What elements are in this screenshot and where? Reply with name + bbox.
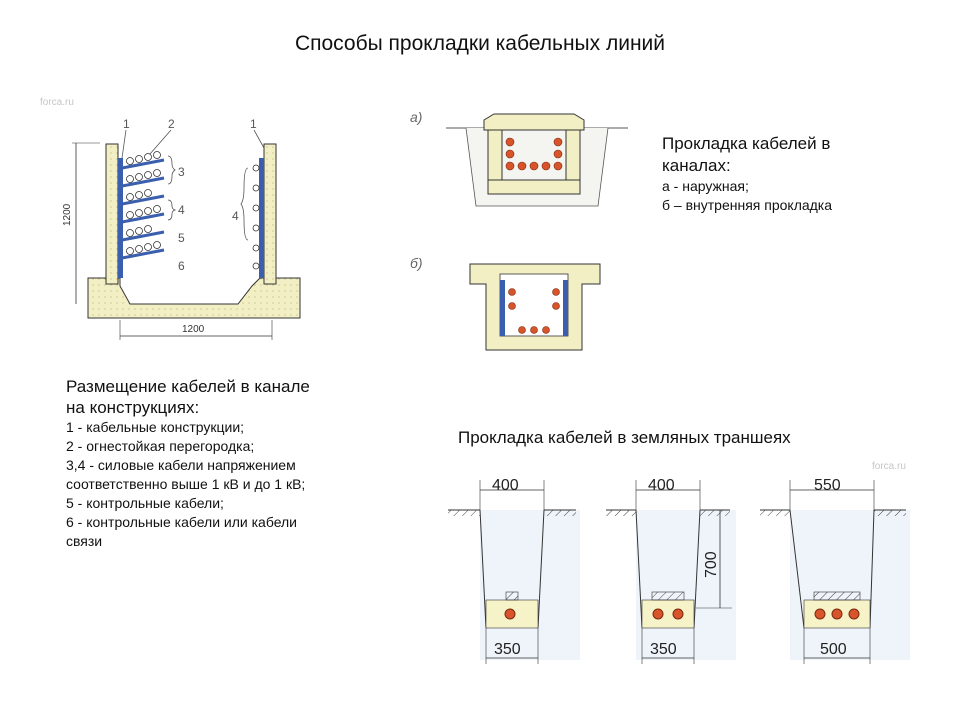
caption-line: 1 - кабельные конструкции; bbox=[66, 419, 245, 435]
caption-line: связи bbox=[66, 533, 103, 549]
label-b: б) bbox=[410, 255, 423, 271]
trench-1: 400 350 bbox=[448, 477, 580, 664]
watermark-left: forca.ru bbox=[40, 97, 74, 108]
left-wall bbox=[105, 143, 119, 285]
callout-4: 4 bbox=[178, 203, 185, 217]
caption-line: 6 - контрольные кабели или кабели bbox=[66, 514, 298, 530]
canal-heading-line2: каналах: bbox=[662, 156, 731, 175]
canal-inner-diagram: б) bbox=[410, 255, 601, 351]
caption-line: соответственно выше 1 кВ и до 1 кВ; bbox=[66, 476, 306, 492]
canal-outer-diagram: а) bbox=[410, 109, 628, 207]
left-caption: Размещение кабелей в канале на конструкц… bbox=[66, 376, 396, 551]
trench-1-top-width: 400 bbox=[492, 477, 519, 494]
canal-item-b: б – внутренняя прокладка bbox=[662, 197, 833, 213]
callout-1: 1 bbox=[123, 117, 130, 131]
trench-depth: 700 bbox=[703, 551, 720, 578]
channel-structures-diagram: 1200 1 2 3 4 5 6 1 4 bbox=[62, 117, 301, 340]
callout-1-right: 1 bbox=[250, 117, 257, 131]
callout-3: 3 bbox=[178, 165, 185, 179]
right-rack bbox=[259, 158, 264, 278]
left-shelves bbox=[121, 158, 165, 260]
caption-line: 5 - контрольные кабели; bbox=[66, 495, 224, 511]
caption-heading-line1: Размещение кабелей в канале bbox=[66, 377, 310, 396]
trench-2-top-width: 400 bbox=[648, 477, 675, 494]
callout-6: 6 bbox=[178, 259, 185, 273]
channel-body bbox=[87, 277, 301, 319]
trench-3-bottom-width: 500 bbox=[820, 641, 847, 658]
canal-b-cables bbox=[508, 288, 560, 334]
canal-cover bbox=[483, 113, 585, 131]
callout-braces bbox=[121, 129, 265, 241]
right-cables bbox=[252, 164, 260, 270]
trench-section-title: Прокладка кабелей в земляных траншеях bbox=[458, 428, 791, 447]
caption-line: 3,4 - силовые кабели напряжением bbox=[66, 457, 296, 473]
right-wall bbox=[263, 143, 277, 285]
trench-1-bottom-width: 350 bbox=[494, 641, 521, 658]
left-cables bbox=[126, 151, 161, 255]
callout-4-right: 4 bbox=[232, 209, 239, 223]
caption-line: 2 - огнестойкая перегородка; bbox=[66, 438, 255, 454]
left-rack bbox=[118, 158, 123, 278]
trench-2-bottom-width: 350 bbox=[650, 641, 677, 658]
canal-description: Прокладка кабелей в каналах: а - наружна… bbox=[662, 133, 952, 215]
caption-heading-line2: на конструкциях: bbox=[66, 398, 200, 417]
canal-heading-line1: Прокладка кабелей в bbox=[662, 134, 831, 153]
watermark-right: forca.ru bbox=[872, 461, 906, 472]
callout-2: 2 bbox=[168, 117, 175, 131]
width-dim-label: 1200 bbox=[182, 324, 205, 335]
callout-5: 5 bbox=[178, 231, 185, 245]
label-a: а) bbox=[410, 109, 422, 125]
page-title: Способы прокладки кабельных линий bbox=[294, 32, 666, 55]
trench-2: 400 700 350 bbox=[606, 477, 736, 664]
trench-3: 550 500 bbox=[760, 477, 910, 664]
trench-3-top-width: 550 bbox=[814, 477, 841, 494]
trench-diagrams: 400 350 400 700 350 bbox=[448, 477, 910, 664]
canal-item-a: а - наружная; bbox=[662, 178, 749, 194]
canal-a-cables bbox=[505, 137, 563, 171]
height-dim-label: 1200 bbox=[62, 203, 73, 226]
